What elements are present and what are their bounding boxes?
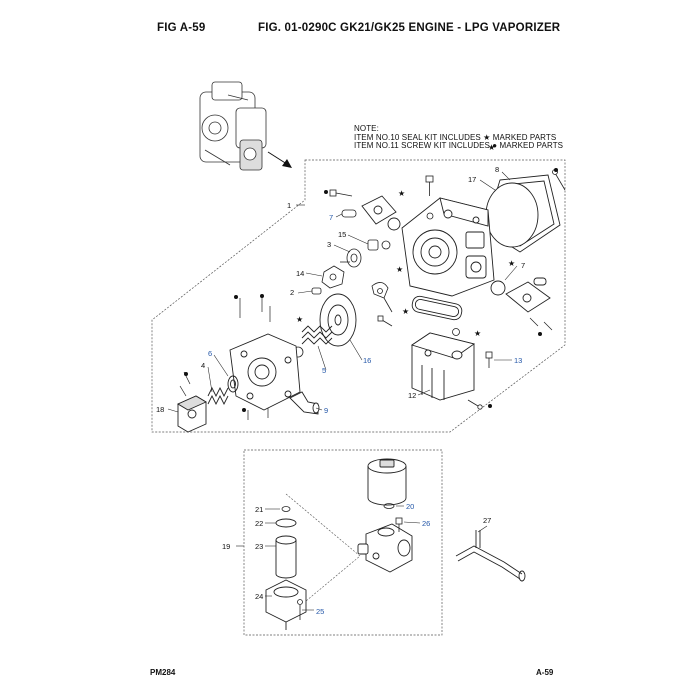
svg-text:★: ★ xyxy=(488,143,495,152)
fitting-15 xyxy=(367,239,379,251)
callouts-main: 1 7 15 3 14 2 6 4 5 16 18 9 12 13 8 17 7 xyxy=(156,165,525,415)
parts-note: NOTE: ITEM NO.10 SEAL KIT INCLUDES ★ MAR… xyxy=(354,124,564,151)
screw-upper-right xyxy=(552,169,566,191)
callout-7-upper: 7 xyxy=(329,213,333,222)
callout-17: 17 xyxy=(468,175,476,184)
oring-top-body xyxy=(426,212,434,220)
figure-title: FIG. 01-0290C GK21/GK25 ENGINE - LPG VAP… xyxy=(258,22,561,34)
footer-page: A-59 xyxy=(536,668,554,677)
callout-15: 15 xyxy=(338,230,346,239)
main-assembly-boundary xyxy=(151,159,566,433)
lower-housing-12 xyxy=(410,332,476,401)
callout-27: 27 xyxy=(483,516,491,525)
oring-center xyxy=(452,328,460,336)
svg-text:★: ★ xyxy=(296,315,303,324)
oring-7-lower xyxy=(490,280,506,296)
figure-number: FIG A-59 xyxy=(157,22,206,34)
callout-19: 19 xyxy=(222,542,230,551)
screw-13 xyxy=(485,351,493,368)
cover-plate-7-lower xyxy=(505,277,551,313)
screw-top-body xyxy=(425,175,434,196)
ring-22 xyxy=(275,518,297,528)
filter-element-23 xyxy=(275,535,297,579)
engine-overview-thumbnail xyxy=(199,81,267,171)
screw-25 xyxy=(297,599,303,620)
fitting-7-upper xyxy=(341,209,357,218)
screw-16-area xyxy=(377,315,393,327)
screw-12-bottom xyxy=(467,399,483,410)
callout-7-lower: 7 xyxy=(521,261,525,270)
vaporizer-body xyxy=(401,197,495,297)
callout-1: 1 xyxy=(287,201,291,210)
screw-26 xyxy=(395,517,403,532)
callout-12: 12 xyxy=(408,391,416,400)
callout-4: 4 xyxy=(201,361,205,370)
oring-20 xyxy=(383,503,395,509)
filter-body-24 xyxy=(265,579,307,630)
callout-23: 23 xyxy=(255,542,263,551)
diaphragm-17 xyxy=(485,182,539,248)
callout-2: 2 xyxy=(290,288,294,297)
gasket-center xyxy=(411,295,463,321)
seal-kit-markers: ★ ★ ★ ★ ★ ★ ★ xyxy=(296,143,515,338)
disc-3 xyxy=(346,248,362,268)
oring-6 xyxy=(227,375,239,393)
svg-text:★: ★ xyxy=(396,265,403,274)
pin-2 xyxy=(311,287,322,295)
arrow-to-detail xyxy=(267,151,292,168)
callout-8: 8 xyxy=(495,165,499,174)
spring-5 xyxy=(301,325,333,345)
callout-3: 3 xyxy=(327,240,331,249)
callout-24: 24 xyxy=(255,592,263,601)
plate-14 xyxy=(321,265,345,289)
spring-4 xyxy=(207,386,229,406)
cover-plate-7-upper xyxy=(361,195,397,225)
svg-text:★: ★ xyxy=(508,259,515,268)
svg-text:★: ★ xyxy=(402,307,409,316)
oring-upper-left xyxy=(387,217,401,231)
callout-21: 21 xyxy=(255,505,263,514)
note-screw-kit: ITEM NO.11 SCREW KIT INCLUDES ● MARKED P… xyxy=(354,141,564,151)
callout-9: 9 xyxy=(324,406,328,415)
callout-20: 20 xyxy=(406,502,414,511)
filter-cap xyxy=(367,458,407,506)
callout-26: 26 xyxy=(422,519,430,528)
screw-kit-markers xyxy=(184,168,558,412)
callout-16: 16 xyxy=(363,356,371,365)
lever-assembly xyxy=(371,282,393,313)
callout-22: 22 xyxy=(255,519,263,528)
oring-21 xyxy=(281,506,291,512)
note-heading: NOTE: xyxy=(354,124,379,133)
sub-assembly-connector xyxy=(285,493,361,607)
callouts-sub: 19 21 22 23 24 25 20 26 27 xyxy=(222,502,491,616)
left-housing xyxy=(229,333,301,411)
leader-lines-main xyxy=(167,213,518,413)
callout-13: 13 xyxy=(514,356,522,365)
callout-18: 18 xyxy=(156,405,164,414)
block-18 xyxy=(177,395,207,433)
sub-assembly-box xyxy=(243,449,443,636)
footer-code: PM284 xyxy=(150,668,176,677)
bolt-upper-left xyxy=(329,189,353,197)
valve-body-26 xyxy=(357,523,413,573)
hose-27 xyxy=(455,530,526,582)
note-seal-kit: ITEM NO.10 SEAL KIT INCLUDES ★ MARKED PA… xyxy=(354,132,557,142)
screws-7-lower xyxy=(529,317,553,331)
callout-5: 5 xyxy=(322,366,326,375)
diaphragm-16 xyxy=(319,293,357,347)
leader-lines-sub xyxy=(265,505,488,611)
callout-25: 25 xyxy=(316,607,324,616)
callout-6: 6 xyxy=(208,349,212,358)
callout-14: 14 xyxy=(296,269,304,278)
svg-text:★: ★ xyxy=(398,189,405,198)
screws-left-housing xyxy=(239,296,271,420)
elbow-fitting-9 xyxy=(289,391,320,415)
oring-15 xyxy=(381,240,391,250)
svg-text:★: ★ xyxy=(474,329,481,338)
